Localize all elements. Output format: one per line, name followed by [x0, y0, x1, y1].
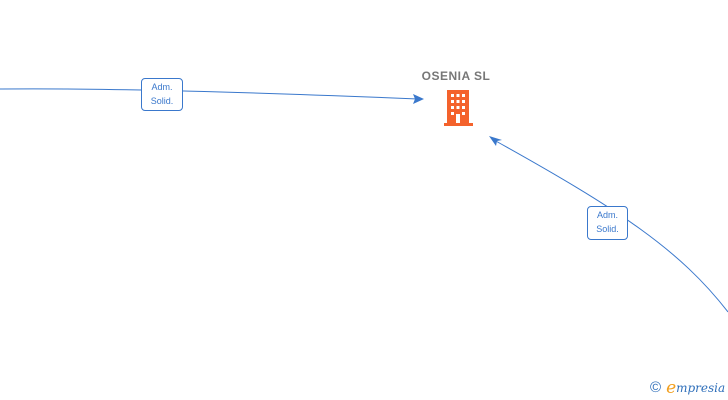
- copyright-icon: ©: [650, 379, 662, 396]
- relation-label-1-line1: Adm.: [151, 82, 173, 92]
- relation-label-1-line2: Solid.: [150, 96, 174, 106]
- empresia-watermark: © e mpresia: [650, 378, 725, 398]
- relation-edge-2: [493, 139, 728, 313]
- relation-edge-1-arrowhead: [413, 94, 424, 104]
- company-name[interactable]: OSENIA SL: [421, 69, 491, 83]
- brand-initial: e: [666, 378, 677, 398]
- relation-label-2-line2: Solid.: [596, 224, 619, 234]
- relation-label-1[interactable]: Adm. Solid.: [141, 78, 183, 111]
- brand-name: mpresia: [676, 381, 726, 395]
- building-icon[interactable]: [442, 90, 475, 126]
- relation-label-2[interactable]: Adm. Solid.: [587, 206, 628, 240]
- relation-edge-2-arrowhead: [489, 136, 502, 146]
- relation-edge-1: [0, 88, 419, 100]
- relation-label-2-line1: Adm.: [596, 210, 618, 220]
